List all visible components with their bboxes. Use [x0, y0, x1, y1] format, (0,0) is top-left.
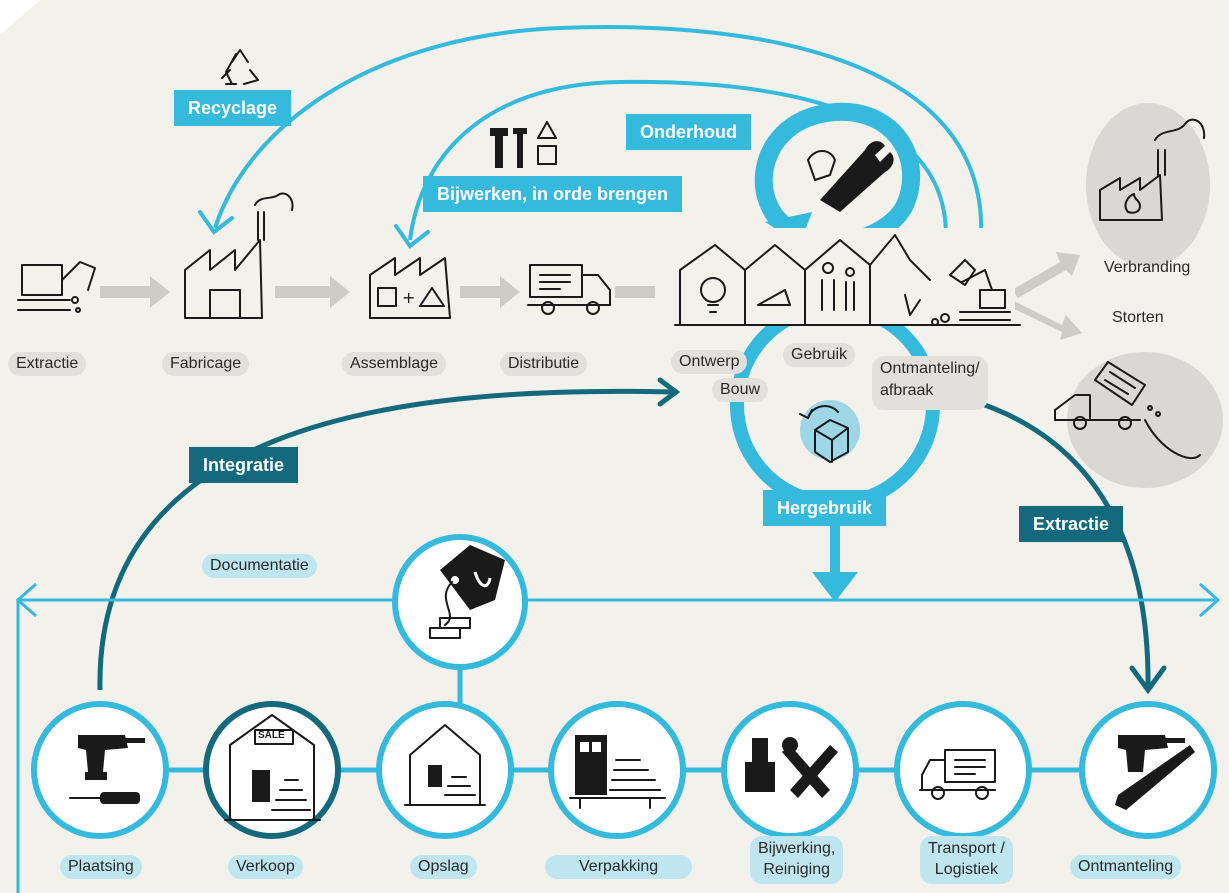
wrench-hand-icon — [807, 141, 894, 212]
svg-text:+: + — [402, 288, 415, 307]
plaatsing-label: Plaatsing — [60, 855, 142, 879]
recycle-icon — [221, 49, 259, 85]
hergebruik-icon-bg — [800, 400, 860, 460]
bijwerken-arrowhead — [394, 224, 430, 249]
bijwerking-line1: Bijwerking, — [758, 840, 836, 857]
excavator-icon — [17, 261, 96, 313]
onderhoud-loop — [754, 102, 921, 249]
houses-icon — [674, 234, 1021, 326]
extractie-tag: Extractie — [1019, 506, 1124, 542]
ontmanteling-afbraak-label: Ontmanteling/ afbraak — [872, 356, 988, 410]
chain-arrows — [100, 252, 1082, 340]
documentatie-label: Documentatie — [202, 554, 317, 578]
packaging-pallet-icon — [569, 735, 666, 809]
distributie-label: Distributie — [500, 352, 588, 376]
demolition-excavator-icon — [931, 259, 1011, 326]
factory-icon — [184, 192, 294, 319]
brush-tools-icon — [745, 737, 838, 798]
bijwerking-line2: Reiniging — [763, 861, 831, 878]
price-tag-icon — [429, 545, 505, 639]
sale-shop-icon — [224, 714, 321, 821]
hergebruik-tag: Hergebruik — [763, 490, 887, 526]
assembly-factory-icon: + — [369, 257, 451, 319]
onderhoud-tag: Onderhoud — [626, 114, 751, 150]
bouw-label: Bouw — [712, 378, 769, 402]
recyclage-tag: Recyclage — [174, 90, 292, 126]
recyclage-arrowhead — [198, 210, 234, 235]
transport-line2: Logistiek — [934, 861, 998, 878]
extractie-label: Extractie — [8, 352, 87, 376]
bijwerken-tag: Bijwerken, in orde brengen — [423, 176, 683, 212]
recyclage-arc — [213, 25, 984, 251]
ontmanteling-line1: Ontmanteling/ — [880, 360, 980, 377]
ontmanteling-label: Ontmanteling — [1070, 855, 1182, 879]
transport-logistiek-label: Transport / Logistiek — [920, 836, 1013, 884]
gebruik-label: Gebruik — [783, 343, 856, 367]
transport-line1: Transport / — [928, 840, 1005, 857]
assemblage-label: Assemblage — [342, 352, 447, 376]
reuse-box-icon — [799, 405, 849, 463]
opslag-label: Opslag — [410, 855, 477, 879]
bijwerking-reiniging-label: Bijwerking, Reiniging — [750, 836, 844, 884]
tools-icon — [490, 121, 557, 168]
transport-truck-icon — [919, 749, 996, 800]
storage-house-icon — [404, 724, 486, 806]
ontmanteling-line2: afbraak — [880, 382, 934, 399]
verpakking-label: Verpakking — [545, 855, 693, 879]
truck-icon — [527, 264, 611, 315]
incineration-icon — [1099, 118, 1206, 221]
drill-crowbar-icon — [1115, 735, 1195, 810]
ontwerp-label: Ontwerp — [671, 350, 748, 374]
fabricage-label: Fabricage — [162, 352, 250, 376]
storten-label: Storten — [1112, 309, 1164, 326]
verkoop-label: Verkoop — [228, 855, 303, 879]
sale-sign-text: SALE — [258, 730, 285, 741]
integratie-arc — [97, 388, 673, 691]
verbranding-label: Verbranding — [1104, 259, 1191, 276]
dump-truck-icon — [1054, 361, 1201, 460]
drill-screwdriver-icon — [69, 735, 145, 804]
integratie-tag: Integratie — [189, 447, 299, 483]
